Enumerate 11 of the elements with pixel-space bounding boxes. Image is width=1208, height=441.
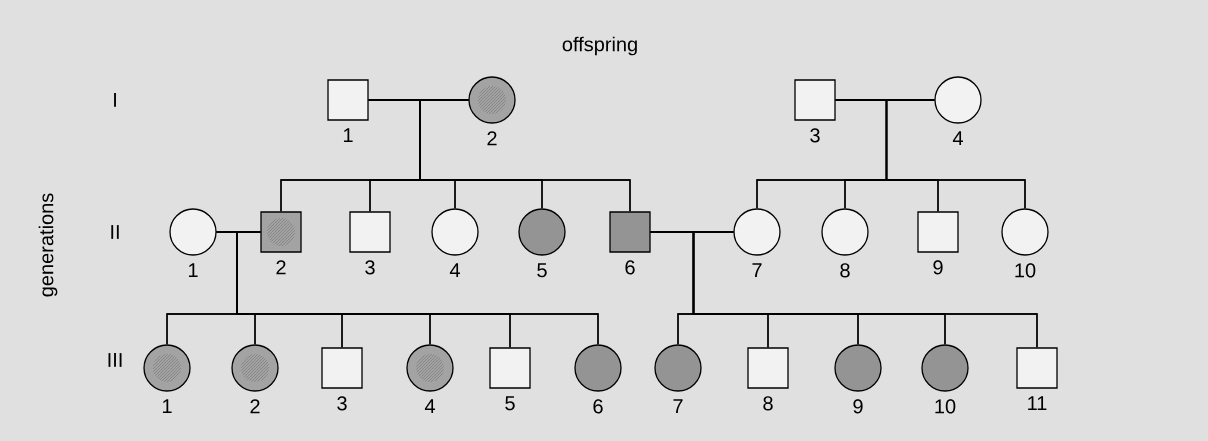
generation-numeral: II <box>111 225 119 239</box>
pedigree-line <box>419 99 631 212</box>
circle-symbol <box>232 345 278 391</box>
circle-symbol <box>469 77 515 123</box>
axis-label: generations <box>38 193 58 297</box>
generation-numeral: I <box>114 93 116 107</box>
pedigree-line <box>885 99 1026 209</box>
circle-symbol <box>407 345 453 391</box>
title: offspring <box>562 36 637 56</box>
generation-numeral: III <box>108 353 122 367</box>
circle-symbol <box>144 345 190 391</box>
